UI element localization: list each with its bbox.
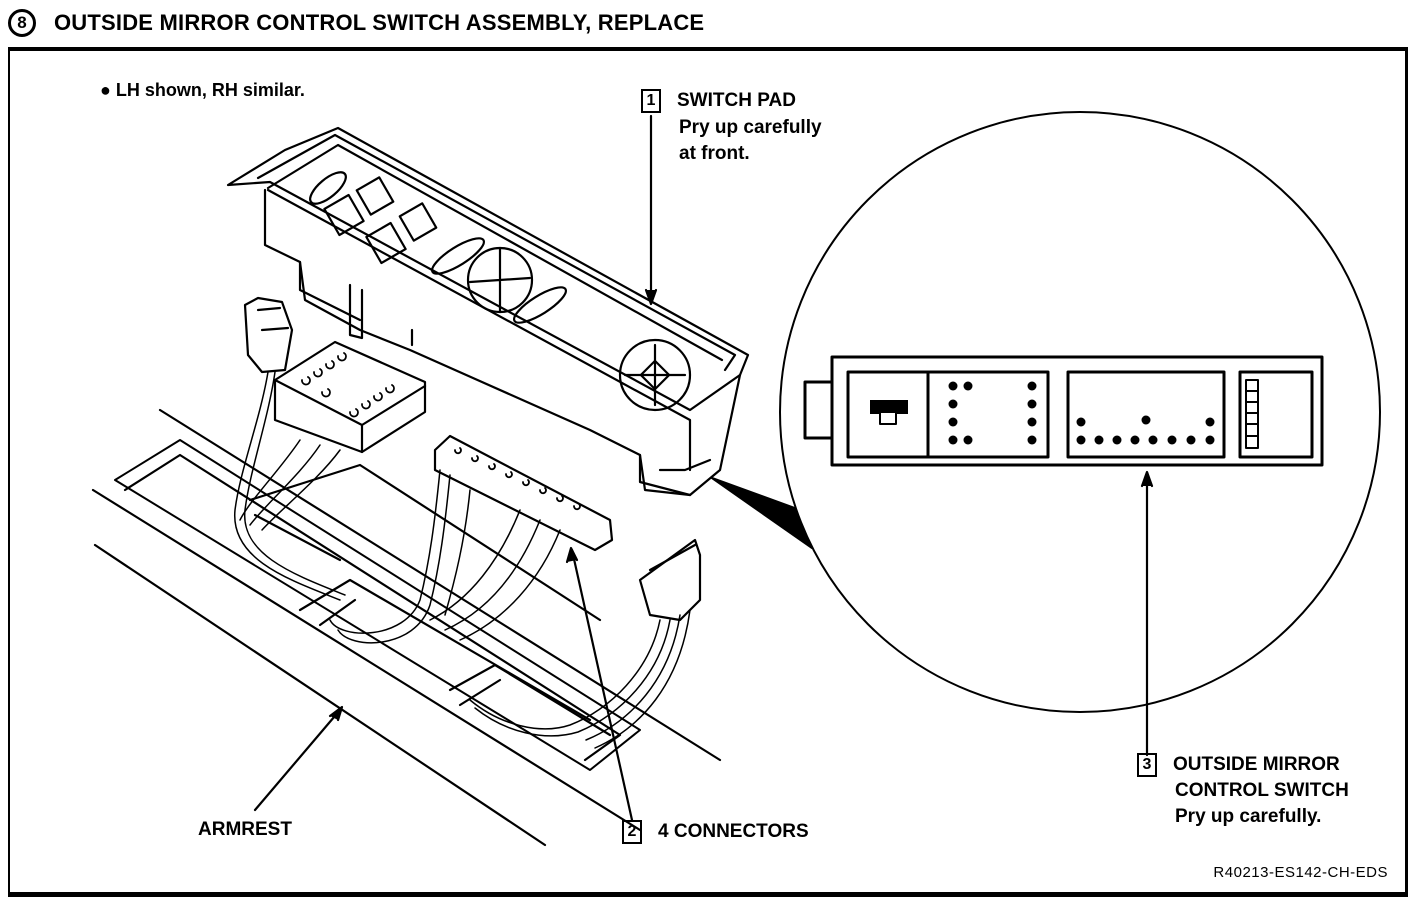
section-title-row: 8 OUTSIDE MIRROR CONTROL SWITCH ASSEMBLY… [8,6,704,40]
note-text: LH shown, RH similar. [115,80,305,100]
callout-title-line-1: OUTSIDE MIRROR [1173,754,1340,775]
step-number-badge: 8 [8,9,36,37]
callout-instruction: Pry up carefully. [1175,806,1322,827]
callout-mirror-switch: 3 OUTSIDE MIRROR [1137,752,1340,778]
callout-title: 4 CONNECTORS [658,821,809,842]
callout-number-2: 2 [622,819,642,844]
callout-instruction: Pry up carefully [679,117,822,138]
page-title: OUTSIDE MIRROR CONTROL SWITCH ASSEMBLY, … [54,10,705,35]
callout-switch-pad: 1 SWITCH PAD [641,88,796,114]
switch-terminal-pins [870,381,1215,445]
diagram-frame [8,47,1408,897]
detail-magnifier-circle [779,111,1381,713]
armrest-illustration [91,408,722,847]
connectors-illustration [234,296,702,749]
callout-number-3: 3 [1137,752,1157,777]
callout-title: SWITCH PAD [677,90,796,111]
bullet-icon: ● [100,80,111,100]
callout-title-line-2: CONTROL SWITCH [1175,780,1349,801]
callout-number-1: 1 [641,88,661,113]
leader-lines [253,114,1154,822]
figure-reference: R40213-ES142-CH-EDS [1213,864,1388,881]
armrest-label: ARMREST [198,819,292,840]
orientation-note: ● LH shown, RH similar. [100,80,305,101]
callout-instruction: at front. [679,143,750,164]
callout-connectors: 2 4 CONNECTORS [622,819,809,845]
